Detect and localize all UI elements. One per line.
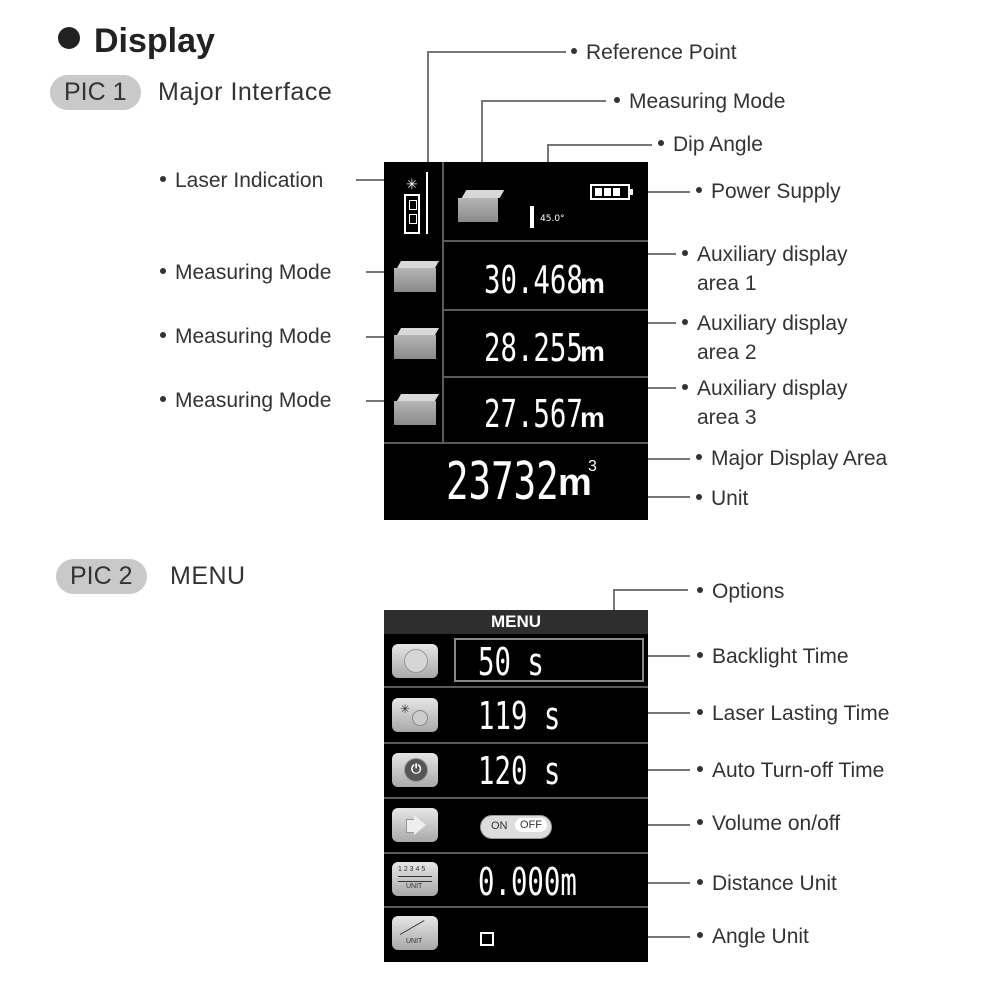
speaker-icon[interactable] bbox=[392, 808, 438, 842]
reference-point-arrow-icon bbox=[426, 172, 428, 234]
volume-toggle[interactable]: ON OFF bbox=[480, 815, 552, 839]
label-angle-unit: Angle Unit bbox=[697, 922, 809, 951]
section-title: Display bbox=[58, 22, 215, 61]
label-volume: Volume on/off bbox=[697, 809, 840, 838]
label-auto-turn-off-time: Auto Turn-off Time bbox=[697, 756, 884, 785]
label-measuring-mode-3: Measuring Mode bbox=[160, 386, 331, 415]
label-reference-point: Reference Point bbox=[571, 38, 737, 67]
angle-unit-icon[interactable]: UNIT bbox=[392, 916, 438, 950]
laser-icon[interactable]: ✳ bbox=[392, 698, 438, 732]
bullet-icon bbox=[58, 27, 80, 49]
dip-angle-icon bbox=[530, 206, 534, 228]
angle-unit-checkbox[interactable] bbox=[480, 932, 494, 946]
label-distance-unit: Distance Unit bbox=[697, 869, 837, 898]
label-laser-indication: Laser Indication bbox=[160, 166, 323, 195]
pic2-tag: PIC 2 bbox=[56, 559, 147, 594]
pic2-subtitle: MENU bbox=[170, 562, 246, 590]
laser-indication-icon bbox=[404, 194, 420, 234]
label-laser-lasting-time: Laser Lasting Time bbox=[697, 699, 889, 728]
major-value: 23732 bbox=[446, 452, 559, 512]
selected-option-frame bbox=[454, 638, 644, 682]
menu-screen: MENU ✳ ⏻ 1 2 3 4 5 UNIT UNIT 50 s 119 s … bbox=[384, 610, 648, 962]
label-unit: Unit bbox=[696, 484, 748, 513]
label-options: Options bbox=[697, 577, 784, 606]
menu-title: MENU bbox=[384, 610, 648, 634]
label-measuring-mode-1: Measuring Mode bbox=[160, 258, 331, 287]
label-major-display: Major Display Area bbox=[696, 444, 887, 473]
distance-unit-icon[interactable]: 1 2 3 4 5 UNIT bbox=[392, 862, 438, 896]
pic1-tag: PIC 1 bbox=[50, 75, 141, 110]
label-measuring-mode-2: Measuring Mode bbox=[160, 322, 331, 351]
label-measuring-mode-top: Measuring Mode bbox=[614, 87, 785, 116]
laser-star-icon: ✳ bbox=[406, 176, 418, 192]
pic1-subtitle: Major Interface bbox=[158, 78, 333, 106]
label-dip-angle: Dip Angle bbox=[658, 130, 763, 159]
backlight-icon[interactable] bbox=[392, 644, 438, 678]
major-unit: m bbox=[558, 462, 592, 504]
power-icon[interactable]: ⏻ bbox=[392, 753, 438, 787]
major-unit-exponent: 3 bbox=[588, 458, 597, 475]
label-power-supply: Power Supply bbox=[696, 177, 841, 206]
battery-icon bbox=[590, 184, 633, 200]
dip-angle-value: 45.0° bbox=[540, 214, 565, 224]
major-interface-screen: ✳ 45.0° 30.468 m 28.255 m 27.567 m bbox=[384, 162, 648, 520]
label-backlight-time: Backlight Time bbox=[697, 642, 849, 671]
